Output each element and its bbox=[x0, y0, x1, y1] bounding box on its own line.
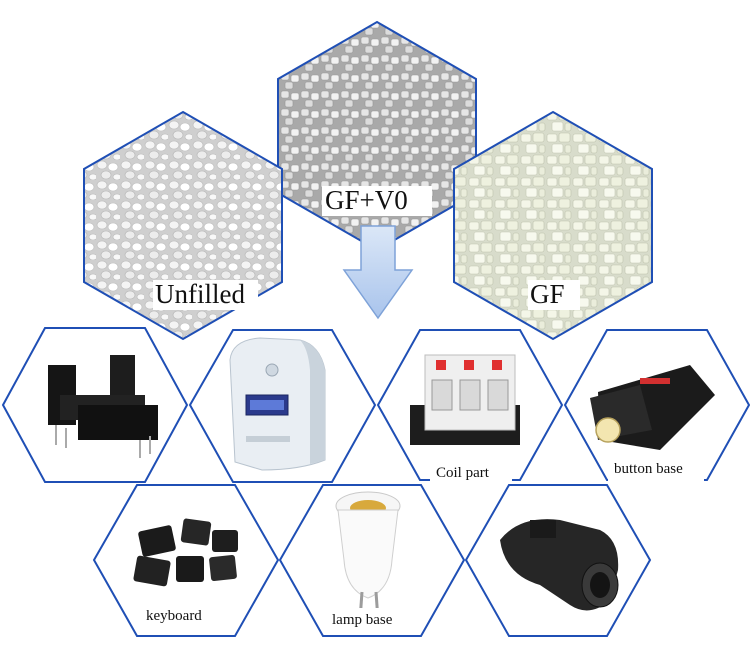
app-hex-device-housing bbox=[188, 329, 377, 483]
gf-label-bg bbox=[528, 280, 580, 310]
label-keyboard: keyboard bbox=[146, 608, 202, 624]
app-hex-air-duct bbox=[464, 484, 652, 637]
app-hex-coil-bobbin bbox=[1, 327, 189, 483]
unfilled-label-bg bbox=[153, 280, 258, 310]
app-hex-coil-part bbox=[376, 329, 564, 486]
app-hex-keyboard bbox=[92, 484, 280, 637]
material-hex-gf bbox=[453, 110, 653, 341]
label-lamp-base: lamp base bbox=[332, 612, 393, 628]
label-gf-v0: GF+V0 bbox=[325, 185, 408, 215]
label-gf: GF bbox=[530, 279, 565, 309]
app-hex-button-base bbox=[563, 329, 750, 482]
label-unfilled: Unfilled bbox=[155, 279, 245, 309]
label-button-base: button base bbox=[614, 461, 683, 477]
label-coil-part: Coil part bbox=[436, 465, 489, 481]
down-arrow-icon bbox=[342, 225, 414, 320]
app-hex-lamp-base bbox=[278, 484, 466, 637]
gfv0-label-bg bbox=[322, 186, 432, 216]
